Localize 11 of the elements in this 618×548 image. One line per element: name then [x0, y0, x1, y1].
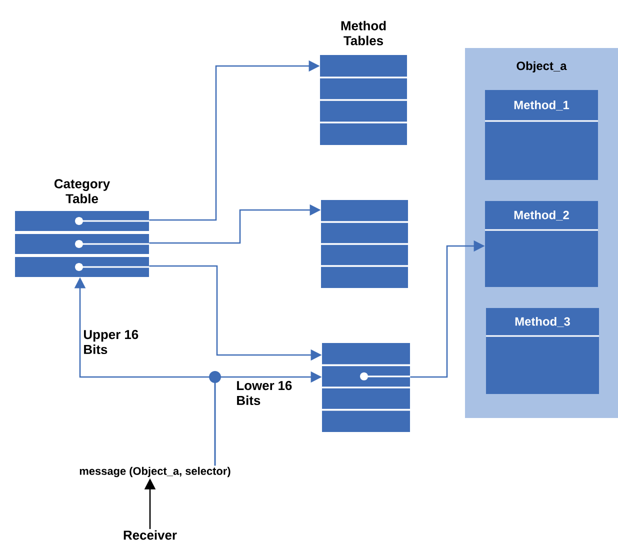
text-label: message (Object_a, selector): [80, 466, 230, 478]
method-table: [322, 343, 410, 432]
method-box: Method_1: [485, 90, 598, 180]
edge-label: Lower 16 Bits: [235, 380, 294, 406]
method-table: [321, 200, 408, 288]
edge-label: Upper 16 Bits: [82, 328, 140, 356]
table-heading: Method Tables: [341, 20, 386, 46]
method-box: Method_2: [485, 201, 598, 287]
text-label: Receiver: [124, 530, 177, 540]
table-heading: Category Table: [54, 179, 110, 204]
method-box: Method_3: [486, 308, 599, 394]
